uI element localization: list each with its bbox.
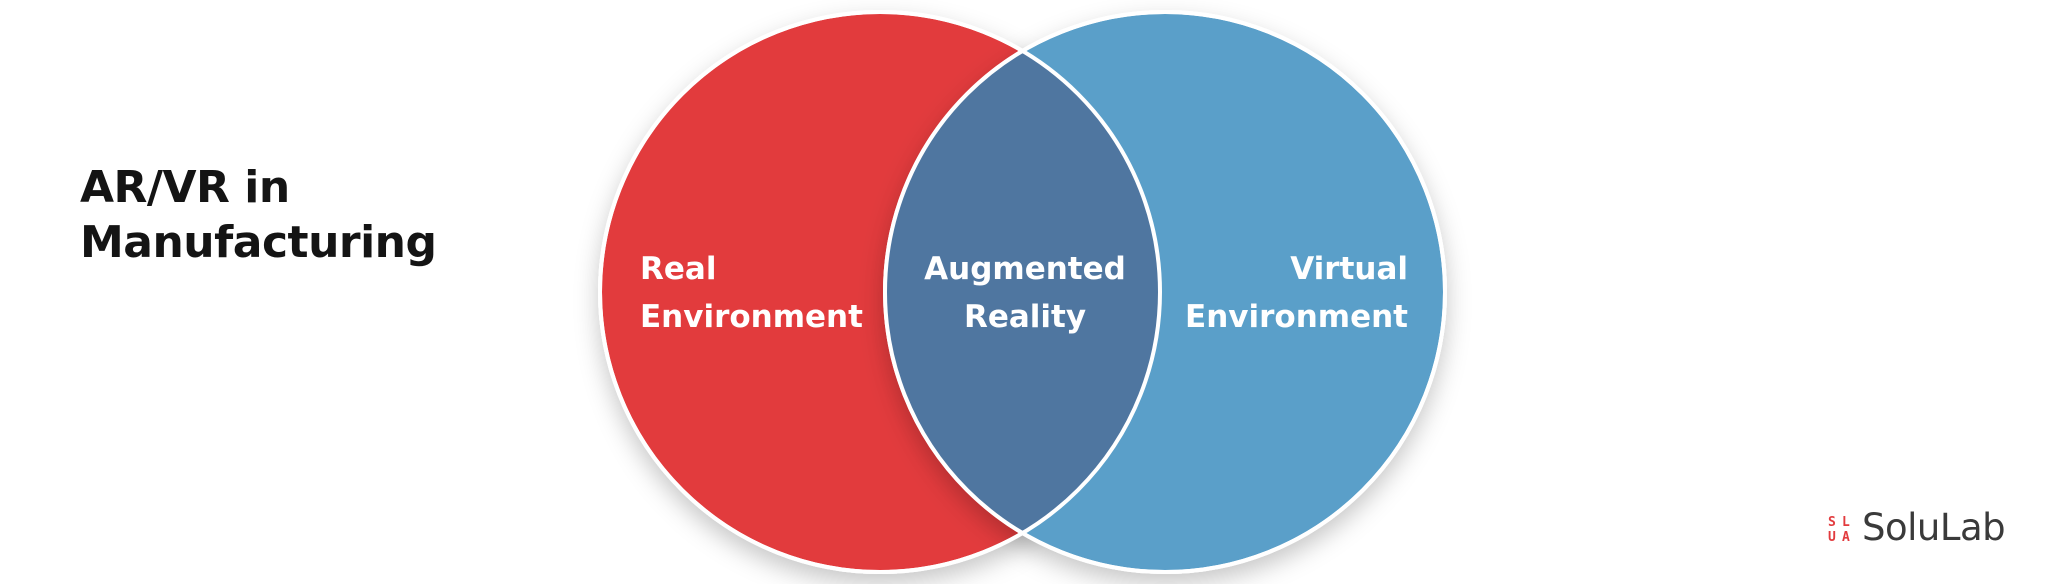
real-environment-line-1: Real bbox=[640, 251, 717, 287]
virtual-environment-label: Virtual Environment bbox=[1150, 245, 1408, 341]
logo-char-s: S bbox=[1828, 515, 1836, 530]
solulab-logo-icon: S L U A bbox=[1824, 511, 1856, 544]
real-environment-label: Real Environment bbox=[640, 245, 863, 341]
virtual-environment-line-1: Virtual bbox=[1290, 251, 1408, 287]
page-title: AR/VR in Manufacturing bbox=[80, 160, 437, 270]
venn-outline-real bbox=[598, 10, 1162, 574]
brand-logo: S L U A SoluLab bbox=[1824, 506, 2006, 549]
real-environment-line-2: Environment bbox=[640, 299, 863, 335]
logo-char-u: U bbox=[1828, 530, 1836, 544]
venn-intersection bbox=[885, 12, 1160, 572]
virtual-environment-line-2: Environment bbox=[1185, 299, 1408, 335]
augmented-reality-label: Augmented Reality bbox=[905, 245, 1145, 341]
augmented-reality-line-1: Augmented bbox=[924, 251, 1126, 287]
augmented-reality-line-2: Reality bbox=[963, 299, 1087, 335]
title-line-2: Manufacturing bbox=[80, 217, 437, 268]
venn-outline-virtual bbox=[883, 10, 1447, 574]
logo-char-l: L bbox=[1842, 515, 1850, 530]
brand-name: SoluLab bbox=[1862, 506, 2006, 549]
logo-char-a: A bbox=[1842, 530, 1850, 544]
title-line-1: AR/VR in bbox=[80, 162, 290, 213]
